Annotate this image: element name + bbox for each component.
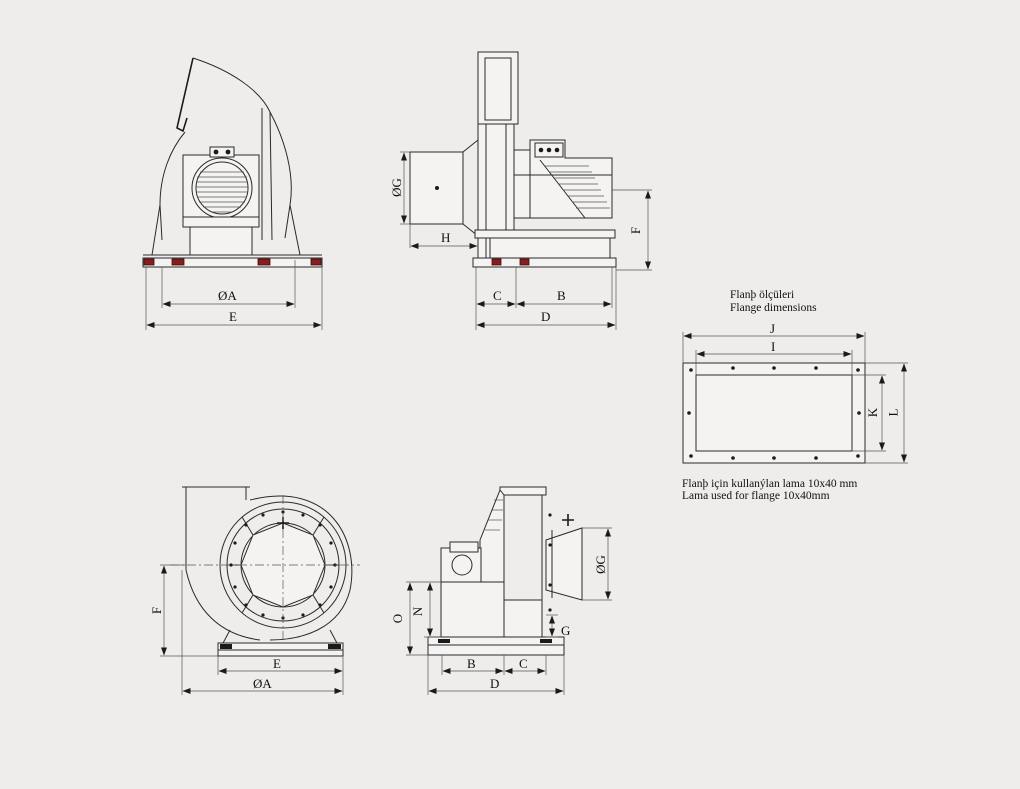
flange-note-en: Lama used for flange 10x40mm (682, 490, 830, 502)
dim-g-label-bottom: ØG (592, 555, 608, 574)
dim-f-label-bottom: F (149, 606, 165, 615)
dim-a-label-bottom: ØA (253, 676, 272, 691)
dim-f-label: F (628, 226, 644, 235)
dim-c-label: C (493, 288, 502, 303)
dim-n-label: N (410, 606, 426, 617)
view-front-top (142, 57, 323, 330)
view-flange (682, 332, 908, 464)
dim-g-label: ØG (388, 178, 404, 197)
dim-b-label-bottom: B (467, 656, 476, 671)
dim-l-label: L (885, 408, 901, 417)
view-side-bottom (406, 486, 612, 695)
flange-title-en: Flange dimensions (730, 302, 817, 314)
dim-d-label-bottom: D (490, 676, 500, 691)
dim-e-label-bottom: E (273, 656, 281, 671)
dim-c-label-bottom: C (519, 656, 528, 671)
dim-k-label: K (865, 407, 881, 418)
flange-title-tr: Flanþ ölçüleri (730, 289, 795, 301)
dim-e-label: E (229, 309, 237, 324)
flange-note-tr: Flanþ için kullanýlan lama 10x40 mm (682, 478, 858, 490)
dim-a-label: ØA (218, 288, 237, 303)
view-side-top (400, 51, 652, 330)
view-front-bottom (160, 486, 360, 695)
dim-o-label: O (390, 613, 406, 624)
dim-i-label: I (771, 339, 776, 354)
dim-d-label: D (541, 309, 551, 324)
dim-gg-label: G (561, 623, 571, 638)
dim-h-label: H (441, 230, 451, 245)
dim-b-label: B (557, 288, 566, 303)
dim-j-label: J (770, 321, 776, 336)
